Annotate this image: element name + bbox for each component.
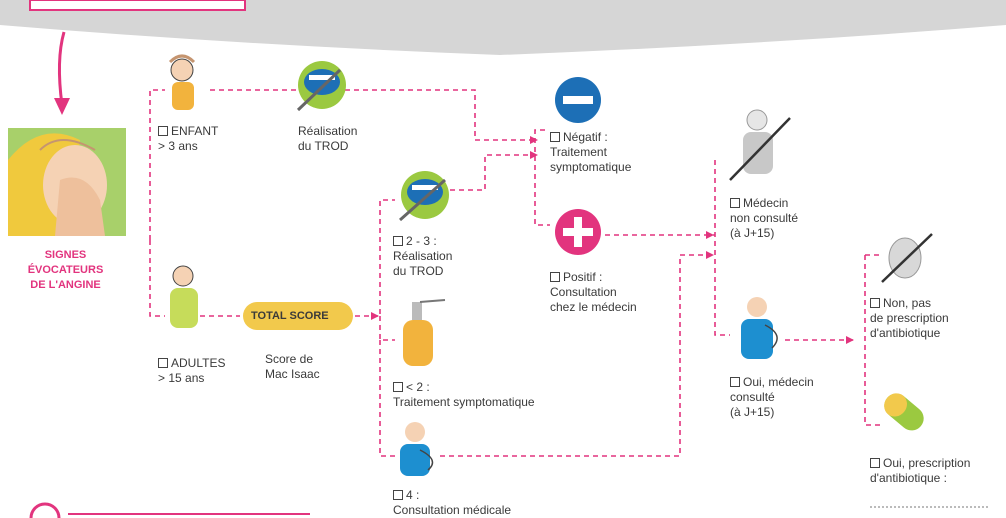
arrowheads bbox=[371, 136, 854, 344]
negatif-text: Négatif : Traitement symptomatique bbox=[550, 130, 632, 174]
branch-lt2-label: < 2 : Traitement symptomatique bbox=[393, 380, 535, 410]
negatif-label: Négatif : Traitement symptomatique bbox=[550, 130, 631, 175]
trod-icon-mid bbox=[399, 171, 449, 222]
medecin-non-label: Médecin non consulté (à J+15) bbox=[730, 196, 798, 241]
medecin-non-text: Médecin non consulté (à J+15) bbox=[730, 196, 799, 240]
branch-4-label: 4 : Consultation médicale bbox=[393, 488, 511, 518]
checkbox[interactable] bbox=[393, 490, 403, 500]
checkbox[interactable] bbox=[158, 126, 168, 136]
bottom-logo bbox=[29, 502, 310, 518]
checkbox[interactable] bbox=[393, 236, 403, 246]
prescription-oui-label: Oui, prescription d'antibiotique : bbox=[870, 456, 970, 486]
trod-icon-top bbox=[296, 61, 346, 112]
top-banner bbox=[0, 0, 1006, 55]
adultes-label: ADULTES > 15 ans bbox=[158, 356, 225, 386]
checkbox[interactable] bbox=[550, 132, 560, 142]
checkbox[interactable] bbox=[393, 382, 403, 392]
medecin-oui-label: Oui, médecin consulté (à J+15) bbox=[730, 375, 814, 420]
adultes-text: ADULTES > 15 ans bbox=[158, 356, 226, 385]
score-badge-bg bbox=[243, 302, 353, 330]
adult-figure bbox=[170, 265, 198, 328]
score-badge: TOTAL SCORE bbox=[251, 310, 329, 322]
positif-label: Positif : Consultation chez le médecin bbox=[550, 270, 637, 315]
prescription-non-label: Non, pas de prescription d'antibiotique bbox=[870, 296, 949, 341]
positif-text: Positif : Consultation chez le médecin bbox=[550, 270, 637, 314]
start-label: SIGNES ÉVOCATEURS DE L'ANGINE bbox=[27, 249, 104, 291]
checkbox[interactable] bbox=[730, 377, 740, 387]
positive-icon bbox=[555, 209, 601, 255]
doctor-icon-bottom bbox=[400, 422, 434, 476]
negative-icon bbox=[555, 77, 601, 123]
enfant-label: ENFANT > 3 ans bbox=[158, 124, 218, 154]
branch-23-label: 2 - 3 : Réalisation du TROD bbox=[393, 234, 452, 279]
spray-icon bbox=[403, 299, 446, 366]
branch-23-text: 2 - 3 : Réalisation du TROD bbox=[393, 234, 453, 278]
checkbox[interactable] bbox=[730, 198, 740, 208]
pill-no-icon bbox=[881, 233, 933, 283]
start-arrow bbox=[57, 31, 66, 106]
checkbox[interactable] bbox=[870, 458, 880, 468]
checkbox[interactable] bbox=[870, 298, 880, 308]
branch-lt2-text: < 2 : Traitement symptomatique bbox=[393, 380, 535, 409]
score-label: Score de Mac Isaac bbox=[265, 352, 320, 381]
prescription-oui-text: Oui, prescription d'antibiotique : bbox=[870, 456, 971, 485]
child-figure bbox=[168, 54, 196, 110]
prescription-non-text: Non, pas de prescription d'antibiotique bbox=[870, 296, 949, 340]
checkbox[interactable] bbox=[550, 272, 560, 282]
connectors bbox=[149, 89, 880, 457]
medecin-oui-text: Oui, médecin consulté (à J+15) bbox=[730, 375, 814, 419]
branch-4-text: 4 : Consultation médicale bbox=[393, 488, 512, 517]
patient-illustration bbox=[8, 128, 126, 236]
doctor-not-consulted-icon bbox=[729, 109, 791, 181]
enfant-trod-label: Réalisation du TROD bbox=[298, 124, 358, 153]
enfant-text: ENFANT > 3 ans bbox=[158, 124, 219, 153]
doctor-consulted-icon bbox=[741, 297, 778, 359]
top-pink-tab bbox=[29, 0, 246, 11]
pill-yes-icon bbox=[884, 393, 924, 431]
checkbox[interactable] bbox=[158, 358, 168, 368]
